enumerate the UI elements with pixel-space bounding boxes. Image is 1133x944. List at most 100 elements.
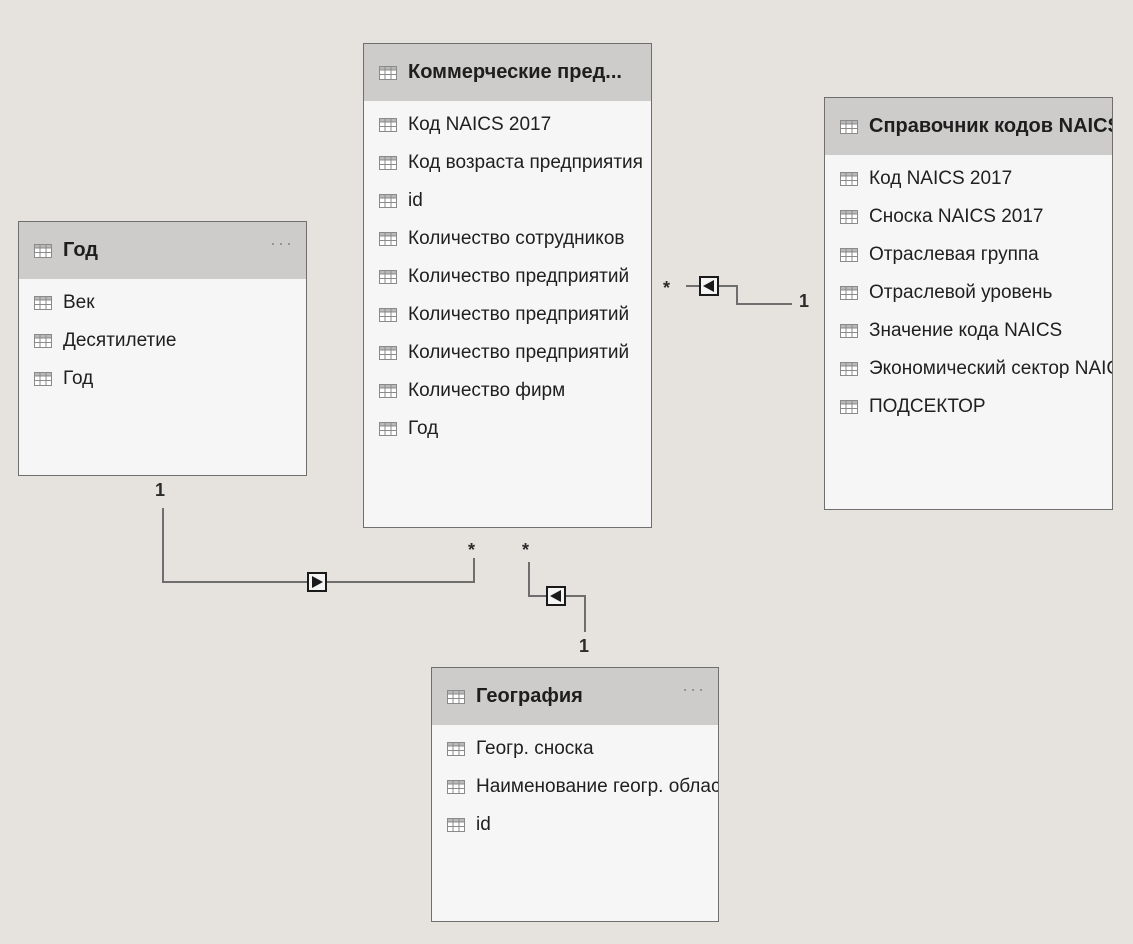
table-grid-icon xyxy=(34,243,52,258)
table-card-year[interactable]: Год ··· Век Десятилетие Год xyxy=(18,221,307,476)
field-table-icon xyxy=(379,346,397,360)
field-row[interactable]: ПОДСЕКТОР xyxy=(825,388,1112,426)
table-card-naics[interactable]: Справочник кодов NAICS Код NAICS 2017 Сн… xyxy=(824,97,1113,510)
field-row[interactable]: Год xyxy=(19,360,306,398)
field-label: Век xyxy=(63,292,95,313)
table-grid-icon xyxy=(840,119,858,134)
field-table-icon xyxy=(379,270,397,284)
field-row[interactable]: Год xyxy=(364,410,651,448)
field-row[interactable]: Экономический сектор NAICS xyxy=(825,350,1112,388)
field-table-icon xyxy=(379,232,397,246)
field-row[interactable]: Отраслевой уровень xyxy=(825,274,1112,312)
field-table-icon xyxy=(840,400,858,414)
field-table-icon xyxy=(379,422,397,436)
field-label: Код возраста предприятия xyxy=(408,152,643,173)
field-label: Отраслевой уровень xyxy=(869,282,1053,303)
field-list-naics: Код NAICS 2017 Сноска NAICS 2017 Отрасле… xyxy=(825,155,1112,426)
table-grid-icon xyxy=(379,65,397,80)
field-label: Количество предприятий xyxy=(408,304,630,325)
field-row[interactable]: Значение кода NAICS xyxy=(825,312,1112,350)
table-header-year[interactable]: Год ··· xyxy=(19,222,306,279)
filter-direction-icon xyxy=(307,572,327,592)
field-label: Год xyxy=(408,418,439,439)
field-label: Десятилетие xyxy=(63,330,177,351)
field-table-icon xyxy=(840,324,858,338)
field-label: Количество предприятий xyxy=(408,266,630,287)
table-grid-icon xyxy=(447,689,465,704)
filter-direction-icon xyxy=(546,586,566,606)
field-label: Геогр. сноска xyxy=(476,738,594,759)
field-label: Год xyxy=(63,368,94,389)
field-label: Значение кода NAICS xyxy=(869,320,1063,341)
cardinality-many-year: * xyxy=(468,540,476,560)
field-table-icon xyxy=(447,818,465,832)
field-table-icon xyxy=(840,172,858,186)
cardinality-one-year: 1 xyxy=(155,480,166,500)
filter-direction-icon xyxy=(699,276,719,296)
table-title-naics: Справочник кодов NAICS xyxy=(869,115,1113,137)
field-row[interactable]: Количество предприятий xyxy=(364,334,651,372)
table-header-naics[interactable]: Справочник кодов NAICS xyxy=(825,98,1112,155)
field-row[interactable]: Сноска NAICS 2017 xyxy=(825,198,1112,236)
field-table-icon xyxy=(34,296,52,310)
relationship-naics-business[interactable] xyxy=(686,276,792,305)
table-header-business[interactable]: Коммерческие пред... xyxy=(364,44,651,101)
field-list-geo: Геогр. сноска Наименование геогр. област… xyxy=(432,725,718,844)
field-row[interactable]: Код возраста предприятия xyxy=(364,144,651,182)
field-label: Сноска NAICS 2017 xyxy=(869,206,1044,227)
field-row[interactable]: Количество предприятий xyxy=(364,296,651,334)
field-table-icon xyxy=(379,308,397,322)
field-label: Наименование геогр. области xyxy=(476,776,719,797)
field-table-icon xyxy=(840,248,858,262)
field-label: Экономический сектор NAICS xyxy=(869,358,1113,379)
field-label: id xyxy=(408,190,423,211)
table-title-geo: География xyxy=(476,685,583,707)
field-table-icon xyxy=(840,286,858,300)
field-table-icon xyxy=(840,362,858,376)
more-options-icon[interactable]: ··· xyxy=(270,233,294,253)
field-row[interactable]: Код NAICS 2017 xyxy=(364,106,651,144)
table-card-business[interactable]: Коммерческие пред... Код NAICS 2017 Код … xyxy=(363,43,652,528)
field-table-icon xyxy=(379,118,397,132)
field-label: Код NAICS 2017 xyxy=(869,168,1013,189)
field-table-icon xyxy=(34,334,52,348)
field-row[interactable]: Наименование геогр. области xyxy=(432,768,718,806)
table-title-year: Год xyxy=(63,239,98,261)
cardinality-one-geo: 1 xyxy=(579,636,590,656)
field-table-icon xyxy=(34,372,52,386)
field-label: id xyxy=(476,814,491,835)
table-header-geo[interactable]: География ··· xyxy=(432,668,718,725)
field-row[interactable]: Отраслевая группа xyxy=(825,236,1112,274)
cardinality-many-geo: * xyxy=(522,540,530,560)
field-label: Код NAICS 2017 xyxy=(408,114,552,135)
relationship-geo-business[interactable] xyxy=(528,562,586,632)
table-card-geo[interactable]: География ··· Геогр. сноска Наименование… xyxy=(431,667,719,922)
field-table-icon xyxy=(379,156,397,170)
cardinality-many-naics: * xyxy=(663,278,671,298)
field-label: Количество фирм xyxy=(408,380,566,401)
field-row[interactable]: id xyxy=(432,806,718,844)
field-row[interactable]: Десятилетие xyxy=(19,322,306,360)
field-label: ПОДСЕКТОР xyxy=(869,396,986,417)
field-list-business: Код NAICS 2017 Код возраста предприятия … xyxy=(364,101,651,448)
field-table-icon xyxy=(840,210,858,224)
field-row[interactable]: Код NAICS 2017 xyxy=(825,160,1112,198)
field-row[interactable]: id xyxy=(364,182,651,220)
field-label: Количество сотрудников xyxy=(408,228,625,249)
cardinality-one-naics: 1 xyxy=(799,291,810,311)
field-row[interactable]: Количество фирм xyxy=(364,372,651,410)
field-table-icon xyxy=(379,194,397,208)
field-label: Отраслевая группа xyxy=(869,244,1039,265)
more-options-icon[interactable]: ··· xyxy=(682,679,706,699)
field-row[interactable]: Количество сотрудников xyxy=(364,220,651,258)
field-table-icon xyxy=(379,384,397,398)
field-table-icon xyxy=(447,780,465,794)
table-title-business: Коммерческие пред... xyxy=(408,61,622,83)
field-label: Количество предприятий xyxy=(408,342,630,363)
field-row[interactable]: Количество предприятий xyxy=(364,258,651,296)
field-list-year: Век Десятилетие Год xyxy=(19,279,306,398)
field-row[interactable]: Век xyxy=(19,284,306,322)
field-row[interactable]: Геогр. сноска xyxy=(432,730,718,768)
field-table-icon xyxy=(447,742,465,756)
